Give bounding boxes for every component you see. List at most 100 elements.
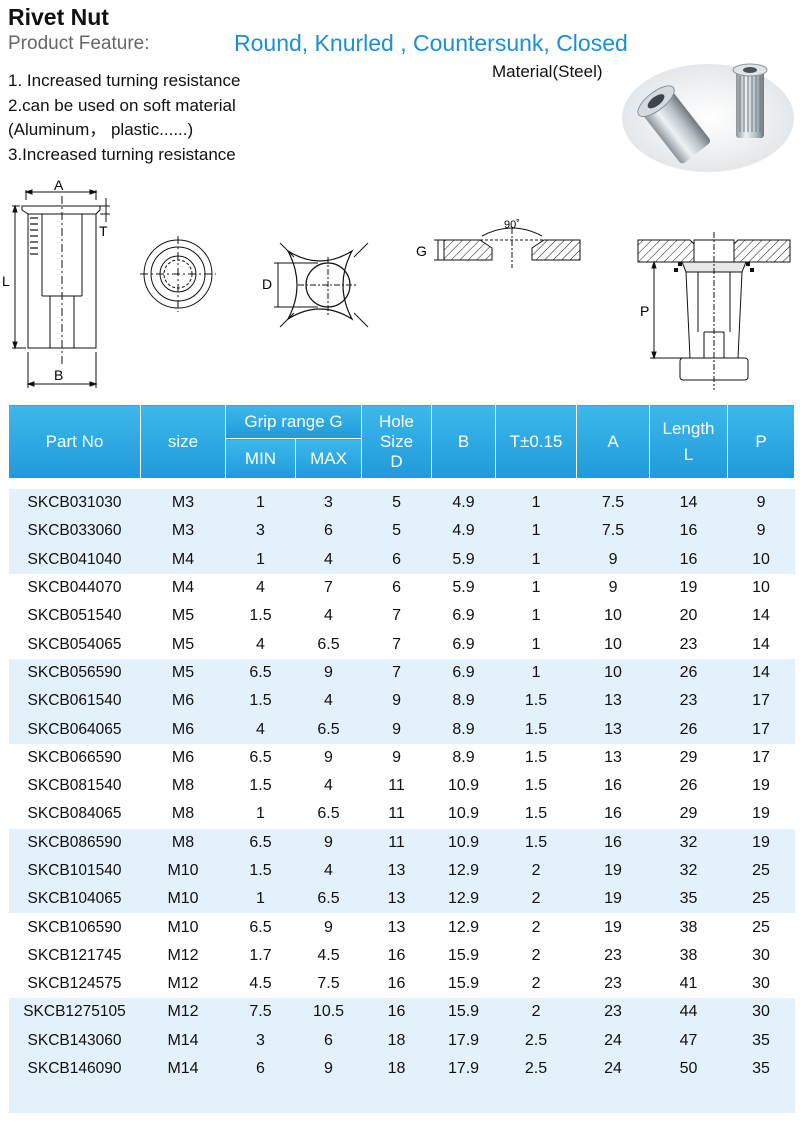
cell-grip-min: 1.5 <box>225 687 296 716</box>
cell-p: 30 <box>752 946 770 964</box>
cell-grip-max: 9 <box>324 748 333 766</box>
cell-p: 17 <box>727 687 795 716</box>
cell-length: 26 <box>649 658 728 688</box>
cell-hole-size: 9 <box>361 715 432 744</box>
product-photo <box>622 63 794 172</box>
end-view-drawing <box>140 236 216 312</box>
cell-p: 19 <box>727 828 795 857</box>
cell-part-no: SKCB121745 <box>27 946 122 964</box>
cell-t: 2 <box>531 946 541 964</box>
cell-b: 6.9 <box>452 635 475 653</box>
cell-size: M3 <box>140 517 226 546</box>
cell-length: 23 <box>649 687 728 716</box>
cell-hole-size: 7 <box>361 658 432 688</box>
cell-p: 14 <box>727 658 795 688</box>
header-a: A <box>576 404 651 479</box>
cell-size: M5 <box>140 658 226 688</box>
cell-a: 16 <box>604 777 622 795</box>
cell-p: 25 <box>727 885 795 914</box>
cell-hole-size: 16 <box>387 975 406 993</box>
cell-length: 32 <box>649 828 728 857</box>
cell-part-no: SKCB081540 <box>27 777 122 795</box>
cell-p: 35 <box>727 1026 795 1055</box>
cell-grip-max: 6 <box>295 1026 362 1055</box>
cell-part-no: SKCB084065 <box>27 805 122 823</box>
table-footer-cell <box>8 1083 795 1114</box>
mounting-hole-drawing: D <box>262 242 369 328</box>
cell-b: 15.9 <box>447 946 480 964</box>
cell-b: 15.9 <box>431 998 496 1027</box>
cell-a: 13 <box>604 748 622 766</box>
cell-b: 8.9 <box>452 748 475 766</box>
cell-p: 35 <box>727 1054 795 1084</box>
cell-hole-size: 6 <box>392 579 401 597</box>
header-hole-size: Hole Size D <box>361 404 433 479</box>
cell-hole-size: 13 <box>361 885 432 914</box>
cell-length: 14 <box>649 489 728 518</box>
cell-length: 19 <box>679 579 698 597</box>
dim-label-d: D <box>262 276 272 292</box>
cell-t: 1 <box>531 607 541 625</box>
installed-nut-drawing: P <box>637 232 791 390</box>
cell-a: 7.5 <box>576 489 650 518</box>
header-size: size <box>140 404 226 479</box>
header-max: MAX <box>294 438 363 479</box>
cell-grip-min: 1 <box>225 489 296 518</box>
cell-a: 13 <box>576 687 650 716</box>
cell-length: 38 <box>679 918 698 936</box>
cell-part-no: SKCB124575 <box>27 975 122 993</box>
cell-p: 19 <box>752 805 770 823</box>
cell-size: M3 <box>140 489 226 518</box>
cell-p: 17 <box>752 748 770 766</box>
cell-part-no: SKCB064065 <box>8 715 141 744</box>
feature-item: (Aluminum， plastic......) <box>8 120 194 139</box>
cell-size: M12 <box>140 998 226 1027</box>
cell-t: 1.5 <box>495 828 577 857</box>
cell-size: M6 <box>171 748 195 766</box>
cell-p: 14 <box>752 635 770 653</box>
cell-hole-size: 5 <box>361 489 432 518</box>
cell-a: 10 <box>604 635 622 653</box>
cell-part-no: SKCB104065 <box>8 885 141 914</box>
table-spacer-cell <box>9 479 795 490</box>
cell-size: M6 <box>140 715 226 744</box>
cell-length: 38 <box>679 946 698 964</box>
cell-t: 1.5 <box>524 805 548 823</box>
cell-hole-size: 7 <box>392 607 401 625</box>
cell-size: M12 <box>167 975 199 993</box>
cell-part-no: SKCB056590 <box>8 658 141 688</box>
cell-t: 1.5 <box>495 687 577 716</box>
cell-b: 12.9 <box>431 885 496 914</box>
cell-b: 10.9 <box>447 805 480 823</box>
cell-size: M10 <box>140 885 226 914</box>
cell-b: 10.9 <box>431 828 496 857</box>
cell-hole-size: 5 <box>361 517 432 546</box>
feature-item: 3.Increased turning resistance <box>8 144 236 164</box>
cell-b: 5.9 <box>431 545 496 574</box>
cell-hole-size: 18 <box>361 1026 432 1055</box>
cell-b: 15.9 <box>447 975 480 993</box>
cell-p: 17 <box>727 715 795 744</box>
cell-part-no: SKCB1275105 <box>8 998 141 1027</box>
cell-grip-max: 4 <box>295 687 362 716</box>
cell-size: M8 <box>140 828 226 857</box>
cell-grip-min: 1 <box>225 885 296 914</box>
cell-t: 2 <box>531 975 541 993</box>
material-label: Material(Steel) <box>492 62 603 81</box>
cell-length: 16 <box>649 545 728 574</box>
cell-length: 26 <box>679 777 698 795</box>
cell-size: M14 <box>140 1026 226 1055</box>
cell-t: 1 <box>495 517 577 546</box>
cell-b: 4.9 <box>431 489 496 518</box>
cell-t: 1 <box>495 545 577 574</box>
cell-grip-max: 6 <box>295 517 362 546</box>
cell-b: 4.9 <box>431 517 496 546</box>
